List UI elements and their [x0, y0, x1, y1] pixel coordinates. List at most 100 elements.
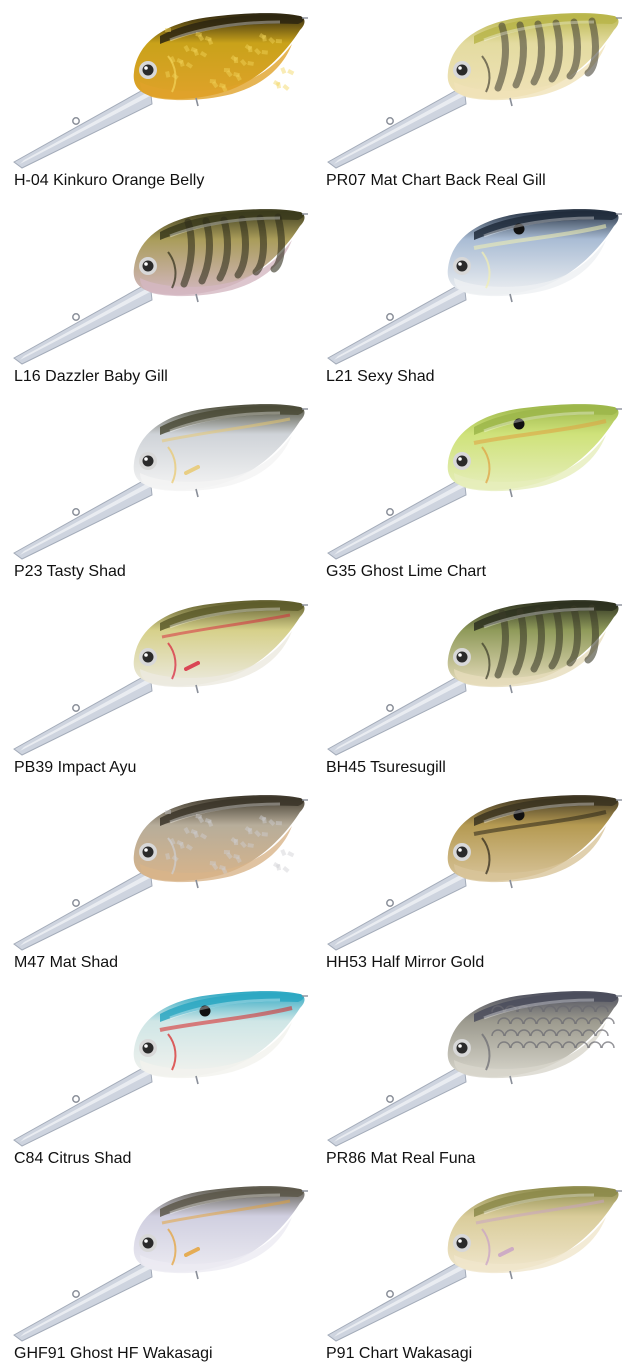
line-tie: [386, 117, 394, 125]
lure-eye: [142, 651, 154, 662]
hook-hanger: [509, 1075, 513, 1084]
lure-back: [474, 405, 618, 435]
lure-card: P23 Tasty Shad: [0, 391, 316, 586]
line-tie: [72, 508, 80, 516]
lure-card: PB39 Impact Ayu: [0, 587, 316, 782]
hook-hanger: [195, 684, 199, 693]
lure-belly: [454, 826, 606, 883]
lure-name: P91 Chart Wakasagi: [326, 1345, 473, 1362]
lure-image: [327, 13, 622, 169]
lure-card: PR07 Mat Chart Back Real Gill: [314, 0, 630, 195]
lure-pattern: [159, 1005, 293, 1032]
lure-belly: [454, 630, 606, 687]
lure-pattern: [473, 223, 607, 250]
lure-belly: [140, 435, 292, 492]
lure-back: [474, 992, 618, 1022]
lure-image: [13, 1186, 308, 1342]
line-tie: [72, 703, 80, 712]
lure-belly: [454, 44, 606, 101]
lure-back: [160, 601, 304, 631]
hook-hanger: [195, 293, 199, 302]
lure-eye: [142, 1042, 154, 1053]
line-tie: [386, 508, 394, 516]
lure-back: [160, 1187, 304, 1217]
lure-gill: [481, 641, 491, 679]
lure-belly: [140, 239, 292, 296]
hook-hanger: [195, 879, 199, 889]
lure-pattern: [165, 810, 295, 875]
lure-pattern: [473, 809, 607, 836]
lure-belly: [454, 239, 606, 296]
lure-image: [327, 404, 622, 560]
lure-image: [327, 1186, 622, 1342]
lure-card: G35 Ghost Lime Chart: [314, 391, 630, 586]
lure-name: GHF91 Ghost HF Wakasagi: [14, 1345, 213, 1362]
line-tie: [72, 312, 80, 321]
lure-card: GHF91 Ghost HF Wakasagi: [0, 1173, 316, 1368]
lure-gill: [167, 837, 177, 875]
lure-pattern: [161, 613, 291, 671]
line-tie: [72, 899, 80, 907]
lure-gill: [481, 55, 491, 93]
lure-gill: [167, 55, 177, 93]
lure-pattern: [473, 418, 607, 445]
hook-hanger: [195, 1075, 199, 1084]
lure-card: L16 Dazzler Baby Gill: [0, 196, 316, 391]
lure-card: PR86 Mat Real Funa: [314, 978, 630, 1173]
hook-hanger: [509, 879, 513, 889]
lure-name: HH53 Half Mirror Gold: [326, 954, 485, 971]
line-tie: [386, 312, 394, 321]
lure-eye: [456, 846, 468, 858]
lure-pattern: [491, 1004, 615, 1048]
lure-gill: [481, 1228, 491, 1266]
lure-pattern: [494, 17, 599, 92]
lure-eye: [142, 260, 154, 271]
lure-eye: [456, 1042, 468, 1053]
line-tie: [72, 1094, 80, 1103]
lure-name: H-04 Kinkuro Orange Belly: [14, 172, 205, 189]
lure-name: G35 Ghost Lime Chart: [326, 563, 487, 580]
lure-card: P91 Chart Wakasagi: [314, 1173, 630, 1368]
lure-card: HH53 Half Mirror Gold: [314, 782, 630, 977]
lure-name: M47 Mat Shad: [14, 954, 119, 971]
lure-pattern: [161, 1199, 291, 1257]
lure-belly: [454, 1021, 606, 1078]
lure-image: [327, 990, 622, 1147]
lure-name: L21 Sexy Shad: [326, 367, 435, 385]
lure-gill: [167, 250, 177, 288]
lure-pattern: [165, 28, 295, 93]
lure-back: [160, 14, 304, 44]
lure-back: [474, 14, 618, 44]
lure-name: PR07 Mat Chart Back Real Gill: [326, 172, 546, 189]
lure-eye: [456, 455, 468, 467]
lure-eye: [456, 64, 468, 76]
lure-card: BH45 Tsuresugill: [314, 587, 630, 782]
lure-belly: [140, 1021, 292, 1078]
lure-pattern: [494, 604, 599, 678]
hook-hanger: [509, 97, 513, 107]
lure-eye: [456, 651, 468, 662]
lure-gill: [167, 1228, 177, 1266]
lure-image: [327, 208, 622, 365]
line-tie: [72, 117, 80, 125]
lure-name: P23 Tasty Shad: [14, 563, 126, 580]
hook-hanger: [195, 488, 199, 498]
line-tie: [386, 1094, 394, 1103]
lure-back: [474, 796, 618, 826]
lure-gill: [167, 1032, 177, 1070]
lure-eye: [456, 260, 468, 271]
lure-belly: [140, 826, 292, 883]
lure-gill: [167, 641, 177, 679]
lure-image: [13, 795, 308, 951]
lure-back: [160, 405, 304, 435]
lure-image: [13, 599, 308, 756]
lure-back: [160, 210, 304, 240]
lure-belly: [140, 1217, 292, 1274]
lure-pattern: [180, 213, 285, 287]
lure-eye: [142, 1237, 154, 1249]
hook-hanger: [509, 1270, 513, 1280]
lure-gill: [167, 446, 177, 484]
lure-eye: [456, 1237, 468, 1249]
lure-name: L16 Dazzler Baby Gill: [14, 367, 168, 385]
lure-name: PB39 Impact Ayu: [14, 758, 137, 776]
